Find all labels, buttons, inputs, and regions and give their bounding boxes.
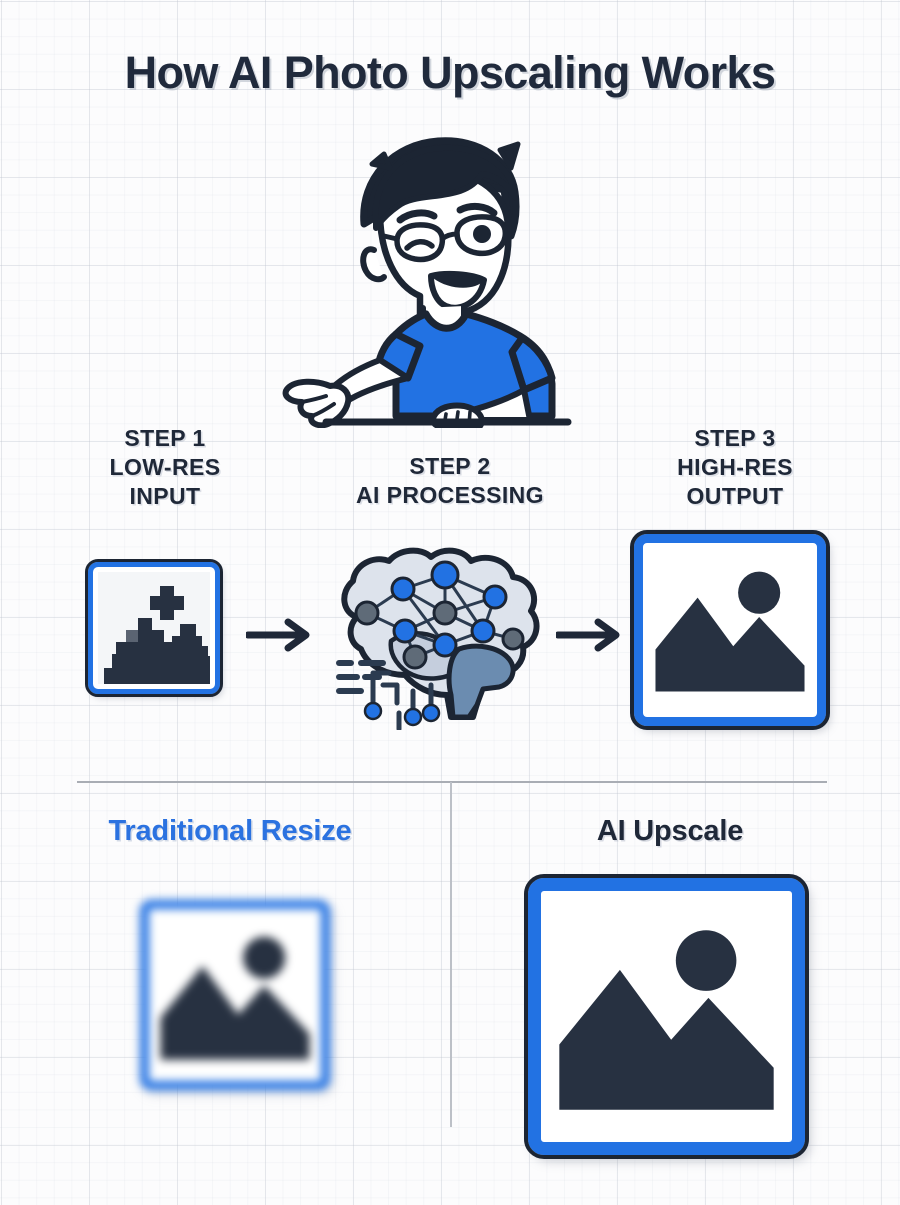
pipeline-row bbox=[0, 525, 900, 740]
section-divider-horizontal bbox=[77, 781, 827, 783]
step-3-label-line-3: OUTPUT bbox=[686, 482, 784, 509]
sharp-image-icon-output bbox=[630, 530, 830, 730]
step-3-label-line-1: STEP 3 bbox=[694, 425, 776, 451]
step-1-label-line-3: INPUT bbox=[129, 482, 201, 509]
traditional-resize-label: Traditional Resize bbox=[108, 815, 352, 847]
step-1-label-line-2: LOW-RES bbox=[109, 453, 221, 480]
ai-upscale-label: AI Upscale bbox=[596, 815, 744, 847]
step-1-label: STEP 1 LOW-RES INPUT bbox=[40, 424, 290, 511]
step-2-label: STEP 2 AI PROCESSING bbox=[325, 452, 575, 510]
step-3-label-line-2: HIGH-RES bbox=[677, 453, 793, 480]
section-divider-vertical bbox=[450, 782, 452, 1127]
pixelated-image-icon bbox=[85, 559, 223, 697]
step-1-label-line-1: STEP 1 bbox=[124, 425, 206, 451]
arrow-right-icon-1 bbox=[244, 617, 318, 658]
blurred-image-icon-wrap bbox=[140, 900, 330, 1090]
step-2-label-line-2: AI PROCESSING bbox=[356, 481, 544, 508]
page-title: How AI Photo Upscaling Works bbox=[124, 47, 776, 98]
pointing-character-illustration bbox=[268, 128, 608, 431]
neural-network-brain-icon bbox=[327, 545, 557, 732]
step-2-label-line-1: STEP 2 bbox=[409, 453, 491, 479]
sharp-image-icon-upscaled bbox=[524, 874, 809, 1159]
step-3-label: STEP 3 HIGH-RES OUTPUT bbox=[610, 424, 860, 511]
blurred-image-icon bbox=[140, 900, 330, 1090]
arrow-right-icon-2 bbox=[554, 617, 628, 658]
